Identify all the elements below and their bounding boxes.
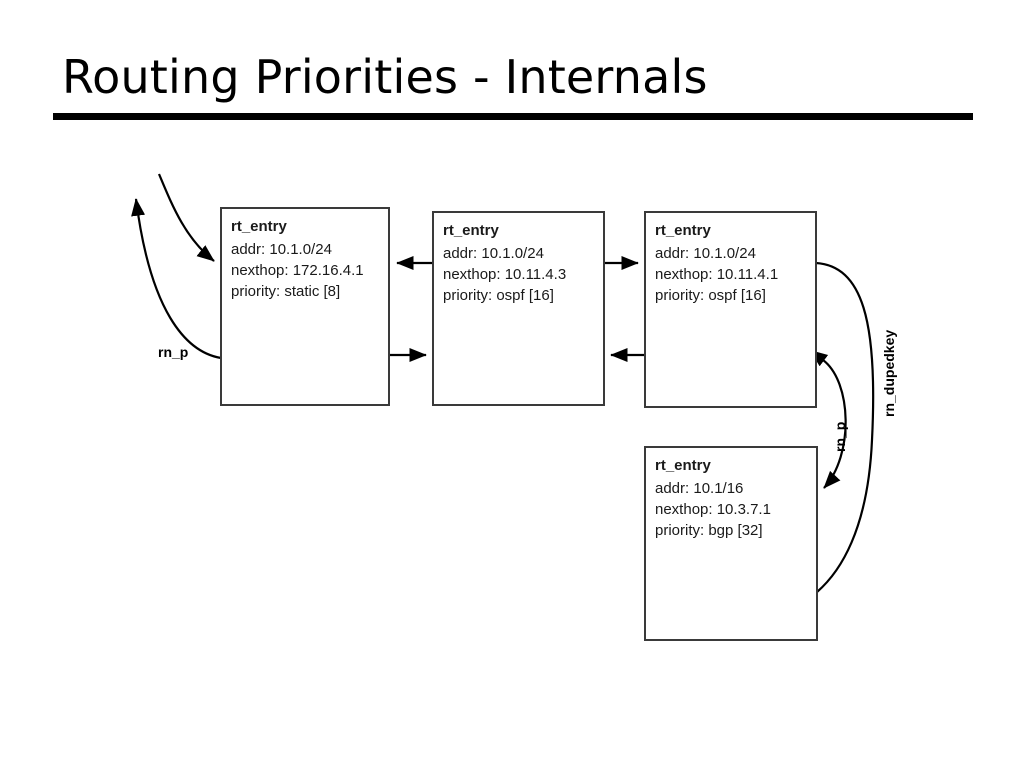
node-field: nexthop: 10.3.7.1 <box>655 501 771 518</box>
edge-rn-p-left <box>131 198 222 360</box>
node-field: addr: 10.1.0/24 <box>655 245 756 262</box>
node-field: priority: bgp [32] <box>655 522 763 539</box>
edge-rn-dupedkey <box>815 261 875 593</box>
rt-entry-node[interactable]: rt_entry addr: 10.1.0/24 nexthop: 10.11.4.… <box>644 211 817 408</box>
page-title: Routing Priorities - Internals <box>62 50 708 104</box>
edge-rn-p-right <box>809 350 847 489</box>
rt-entry-node[interactable]: rt_entry addr: 10.1.0/24 nexthop: 172.16.4… <box>220 207 390 406</box>
nodes-layer: rt_entry addr: 10.1.0/24 nexthop: 172.16.4… <box>220 207 818 641</box>
label-rn-dupedkey: rn_dupedkey <box>881 330 897 417</box>
edges-layer <box>131 173 875 593</box>
node-field: addr: 10.1.0/24 <box>443 245 544 262</box>
node-title: rt_entry <box>655 457 712 474</box>
node-field: addr: 10.1.0/24 <box>231 241 332 258</box>
node-field: nexthop: 10.11.4.3 <box>443 266 566 283</box>
node-box <box>644 211 817 408</box>
edge-labels-layer: rn_p rn_p rn_dupedkey <box>158 330 897 452</box>
node-box <box>220 207 390 406</box>
node-field: priority: ospf [16] <box>655 287 766 304</box>
rt-entry-node[interactable]: rt_entry addr: 10.1.0/24 nexthop: 10.11.4.… <box>432 211 605 406</box>
node-box <box>432 211 605 406</box>
node-box <box>644 446 818 641</box>
rt-entry-node[interactable]: rt_entry addr: 10.1/16 nexthop: 10.3.7.1 pr… <box>644 446 818 641</box>
node-field: nexthop: 10.11.4.1 <box>655 266 778 283</box>
title-divider <box>53 113 973 120</box>
label-rn-p-left: rn_p <box>158 344 188 360</box>
node-field: priority: ospf [16] <box>443 287 554 304</box>
edge-incoming-top <box>157 173 215 262</box>
node-title: rt_entry <box>231 218 288 235</box>
node-field: addr: 10.1/16 <box>655 480 743 497</box>
node-title: rt_entry <box>443 222 500 239</box>
label-rn-p-right: rn_p <box>832 422 848 452</box>
node-title: rt_entry <box>655 222 712 239</box>
node-field: nexthop: 172.16.4.1 <box>231 262 364 279</box>
node-field: priority: static [8] <box>231 283 340 300</box>
